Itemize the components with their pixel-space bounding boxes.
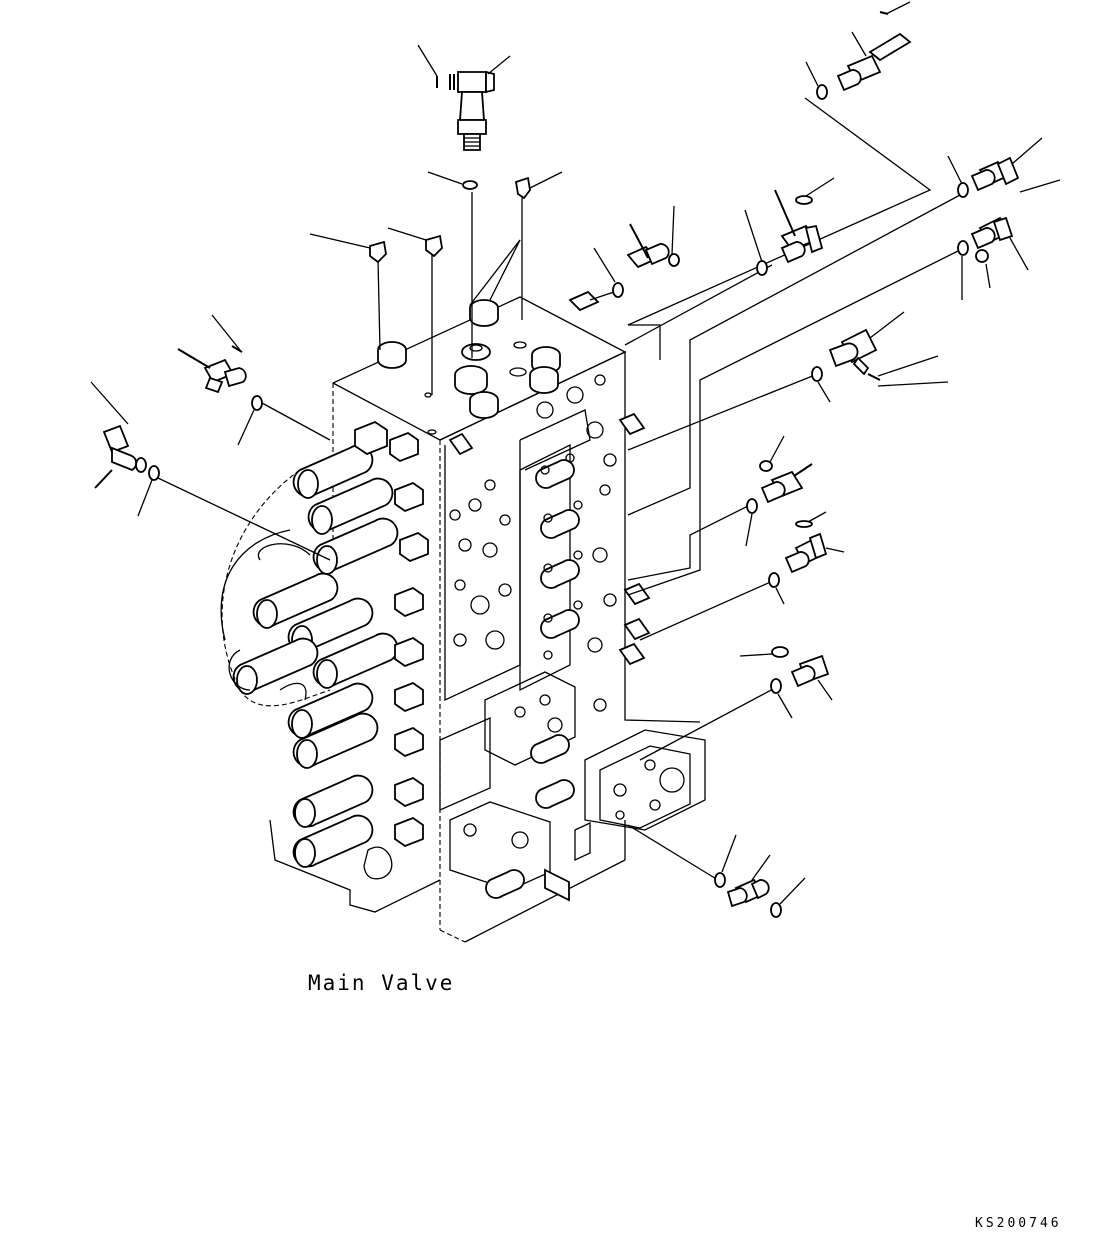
elbow-fitting-left-a bbox=[177, 314, 263, 446]
elbow-fitting-right-mid bbox=[768, 511, 845, 605]
pressure-sensor-top bbox=[417, 44, 511, 151]
fittings bbox=[90, 1, 1061, 918]
main-valve-caption: Main Valve bbox=[308, 971, 455, 995]
straight-fitting-right-upper bbox=[947, 137, 1061, 198]
straight-fitting-bottom bbox=[714, 834, 806, 918]
elbow-fitting-right-upper bbox=[957, 216, 1029, 300]
straight-fitting-right-mid bbox=[745, 435, 813, 547]
valve-spool-stack bbox=[220, 420, 429, 868]
drawing-code: KS200746 bbox=[975, 1216, 1062, 1231]
elbow-fitting-top-right bbox=[805, 1, 912, 100]
valve-side-modules bbox=[439, 412, 706, 902]
main-valve-body bbox=[269, 290, 701, 943]
sensor-fitting-right-mid bbox=[811, 311, 949, 403]
leader-lines bbox=[157, 97, 961, 881]
elbow-fitting-right-lower bbox=[739, 646, 833, 719]
elbow-fitting-left-b bbox=[90, 381, 160, 517]
straight-fitting-center bbox=[593, 205, 680, 298]
elbow-fitting-center bbox=[744, 177, 835, 276]
